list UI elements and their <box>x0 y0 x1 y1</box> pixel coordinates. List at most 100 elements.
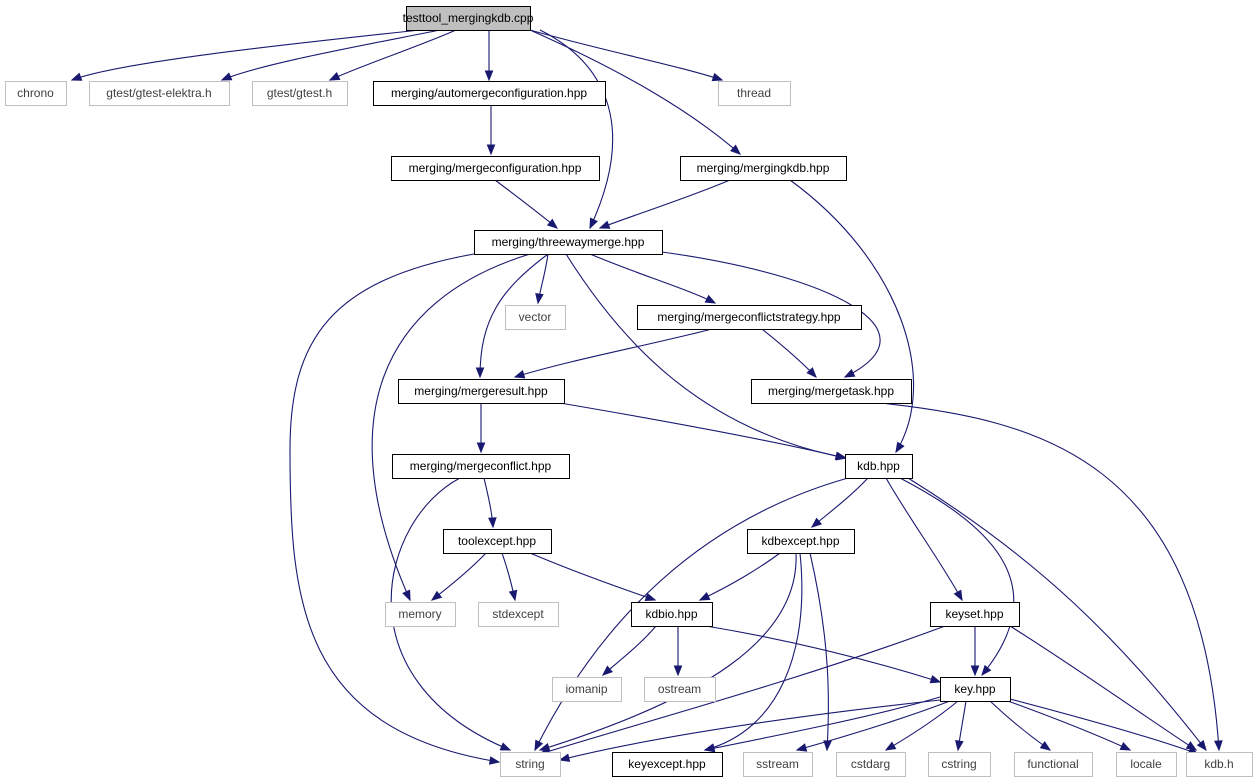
edge-mergeconflict-to-toolexcept <box>483 477 497 529</box>
node-kdbexcept[interactable]: kdbexcept.hpp <box>747 529 855 554</box>
arrowhead <box>981 664 992 677</box>
node-label: cstring <box>941 757 976 771</box>
arrowhead <box>558 753 571 762</box>
node-locale[interactable]: locale <box>1116 752 1177 777</box>
arrowhead <box>402 589 411 602</box>
node-memory[interactable]: memory <box>385 602 456 627</box>
node-label: locale <box>1130 757 1162 771</box>
edge-mergingkdb-to-threeway <box>598 179 731 229</box>
edge-keyhpp-to-locale <box>1007 700 1132 751</box>
node-box <box>474 230 663 255</box>
arrowhead <box>476 442 486 454</box>
node-box <box>392 454 570 479</box>
arrowhead <box>711 72 724 82</box>
node-label: merging/mergeconfiguration.hpp <box>409 161 582 175</box>
edge-keyhpp-to-string <box>558 699 941 762</box>
node-mergeresult[interactable]: merging/mergeresult.hpp <box>398 379 565 404</box>
arrowhead <box>953 589 963 602</box>
arrowhead <box>955 739 964 752</box>
edge-root-to-gtest <box>328 29 457 81</box>
edge-keyhpp-to-cstdarg <box>884 700 959 751</box>
node-gtest-elektra[interactable]: gtest/gtest-elektra.h <box>89 81 230 106</box>
node-label: keyset.hpp <box>945 607 1003 621</box>
node-box <box>500 752 561 777</box>
node-box <box>252 81 348 106</box>
node-kdbh[interactable]: kdb.h <box>1186 752 1253 777</box>
node-label: iomanip <box>565 682 607 696</box>
edge-keyset-to-kdbh <box>1009 625 1198 751</box>
edge-keyhpp-to-functional <box>989 700 1052 751</box>
edge-kdbexcept-to-keyexcept <box>703 552 803 752</box>
edge-keyset-to-keyhpp <box>970 625 980 677</box>
node-mergetask[interactable]: merging/mergetask.hpp <box>751 379 912 404</box>
node-cstdarg[interactable]: cstdarg <box>836 752 906 777</box>
node-box <box>928 752 991 777</box>
node-label: merging/mergeresult.hpp <box>414 384 548 398</box>
node-automerge[interactable]: merging/automergeconfiguration.hpp <box>373 81 606 106</box>
node-keyset[interactable]: keyset.hpp <box>930 602 1020 627</box>
arrowhead <box>895 441 905 454</box>
node-label: testtool_mergingkdb.cpp <box>403 11 534 25</box>
node-gtest[interactable]: gtest/gtest.h <box>252 81 348 106</box>
node-box <box>552 677 622 702</box>
arrowhead <box>499 742 512 751</box>
node-label: kdb.h <box>1204 757 1233 771</box>
arrowhead <box>843 368 856 378</box>
node-functional[interactable]: functional <box>1014 752 1093 777</box>
edge-root-to-automerge <box>484 30 494 82</box>
node-label: kdbexcept.hpp <box>761 534 839 548</box>
node-sstream[interactable]: sstream <box>743 752 813 777</box>
node-mcstrategy[interactable]: merging/mergeconflictstrategy.hpp <box>637 305 862 330</box>
node-box <box>612 752 723 777</box>
arrowhead <box>486 144 496 156</box>
arrowhead <box>795 743 808 752</box>
node-iomanip[interactable]: iomanip <box>552 677 622 702</box>
node-keyhpp[interactable]: key.hpp <box>940 677 1011 702</box>
node-label: functional <box>1027 757 1078 771</box>
node-mergeconfig[interactable]: merging/mergeconfiguration.hpp <box>391 156 600 181</box>
arrowhead <box>929 675 942 684</box>
node-toolexcept[interactable]: toolexcept.hpp <box>443 529 552 554</box>
edge-threeway-to-vector <box>535 253 549 305</box>
node-box <box>845 454 913 479</box>
node-label: ostream <box>658 682 701 696</box>
node-vector[interactable]: vector <box>505 305 566 330</box>
node-box <box>930 602 1020 627</box>
node-root[interactable]: testtool_mergingkdb.cpp <box>403 6 534 31</box>
node-box <box>751 379 912 404</box>
arrowhead <box>1196 739 1207 752</box>
arrowhead <box>698 592 711 601</box>
node-label: vector <box>519 310 552 324</box>
edge-root-to-thread <box>529 29 724 82</box>
arrowhead <box>535 292 544 305</box>
node-kdbhpp[interactable]: kdb.hpp <box>845 454 913 479</box>
edge-kdbhpp-to-keyset <box>885 477 963 602</box>
node-threeway[interactable]: merging/threewaymerge.hpp <box>474 230 663 255</box>
node-mergingkdb[interactable]: merging/mergingkdb.hpp <box>680 156 847 181</box>
node-label: string <box>515 757 544 771</box>
arrowhead <box>513 370 526 379</box>
node-box <box>443 529 552 554</box>
node-cstring[interactable]: cstring <box>928 752 991 777</box>
edge-toolexcept-to-memory <box>430 552 487 601</box>
node-thread[interactable]: thread <box>718 81 791 106</box>
node-mergeconflict[interactable]: merging/mergeconflict.hpp <box>392 454 570 479</box>
arrowhead <box>1039 740 1052 751</box>
edge-mcstrategy-to-mergeresult <box>513 328 713 379</box>
node-string[interactable]: string <box>500 752 561 777</box>
arrowhead <box>430 590 443 601</box>
node-kdbio[interactable]: kdbio.hpp <box>631 602 713 627</box>
node-label: merging/mergingkdb.hpp <box>697 161 830 175</box>
node-chrono[interactable]: chrono <box>5 81 67 106</box>
node-stdexcept[interactable]: stdexcept <box>478 602 559 627</box>
node-label: thread <box>737 86 771 100</box>
node-label: toolexcept.hpp <box>458 534 536 548</box>
edge-kdbexcept-to-sstream <box>809 552 832 752</box>
node-box <box>385 602 456 627</box>
node-box <box>644 677 716 702</box>
node-keyexcept[interactable]: keyexcept.hpp <box>612 752 723 777</box>
node-box <box>631 602 713 627</box>
node-ostream[interactable]: ostream <box>644 677 716 702</box>
node-box <box>5 81 67 106</box>
